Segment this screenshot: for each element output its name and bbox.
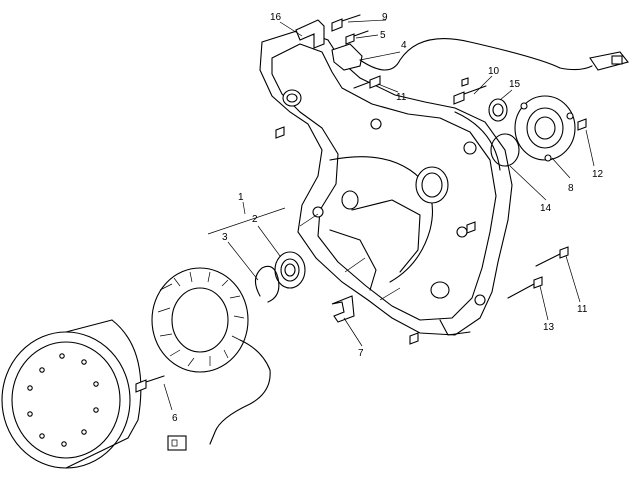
callout-15: 15 [509, 79, 521, 90]
callout-7: 7 [358, 348, 364, 359]
screw-12 [577, 118, 587, 131]
callout-6: 6 [172, 413, 178, 424]
callout-14: 14 [540, 203, 552, 214]
callout-10: 10 [488, 66, 500, 77]
circlip [254, 265, 280, 303]
screw-13 [507, 276, 543, 299]
callout-4: 4 [401, 40, 407, 51]
cable-clip [331, 295, 355, 323]
screw-6 [135, 375, 165, 393]
generator-cover [259, 29, 513, 336]
callout-12: 12 [592, 169, 604, 180]
callout-16: 16 [270, 12, 282, 23]
screw-5 [345, 30, 369, 45]
rotor [1, 319, 142, 469]
cover-dowels [275, 77, 476, 345]
oil-seal [488, 98, 508, 122]
stator [151, 267, 271, 451]
inspection-cover [514, 95, 576, 162]
callout-8: 8 [568, 183, 574, 194]
pickup-sensor [331, 38, 629, 71]
callout-3: 3 [222, 232, 228, 243]
screw-11-lower [535, 246, 569, 267]
o-ring [490, 133, 520, 167]
callout-9: 9 [382, 12, 388, 23]
screw-9 [331, 14, 361, 32]
callout-11-lower: 11 [577, 304, 588, 315]
callout-11-upper: 11 [396, 92, 407, 103]
screw-11-upper [353, 75, 381, 89]
bracket [295, 19, 325, 49]
bearing [274, 251, 306, 289]
callout-13: 13 [543, 322, 555, 333]
assembly-bracket [207, 207, 286, 235]
callout-2: 2 [252, 214, 258, 225]
callout-5: 5 [380, 30, 386, 41]
callout-1: 1 [238, 192, 244, 203]
leader-lines [163, 19, 595, 411]
screw-10 [453, 85, 487, 105]
